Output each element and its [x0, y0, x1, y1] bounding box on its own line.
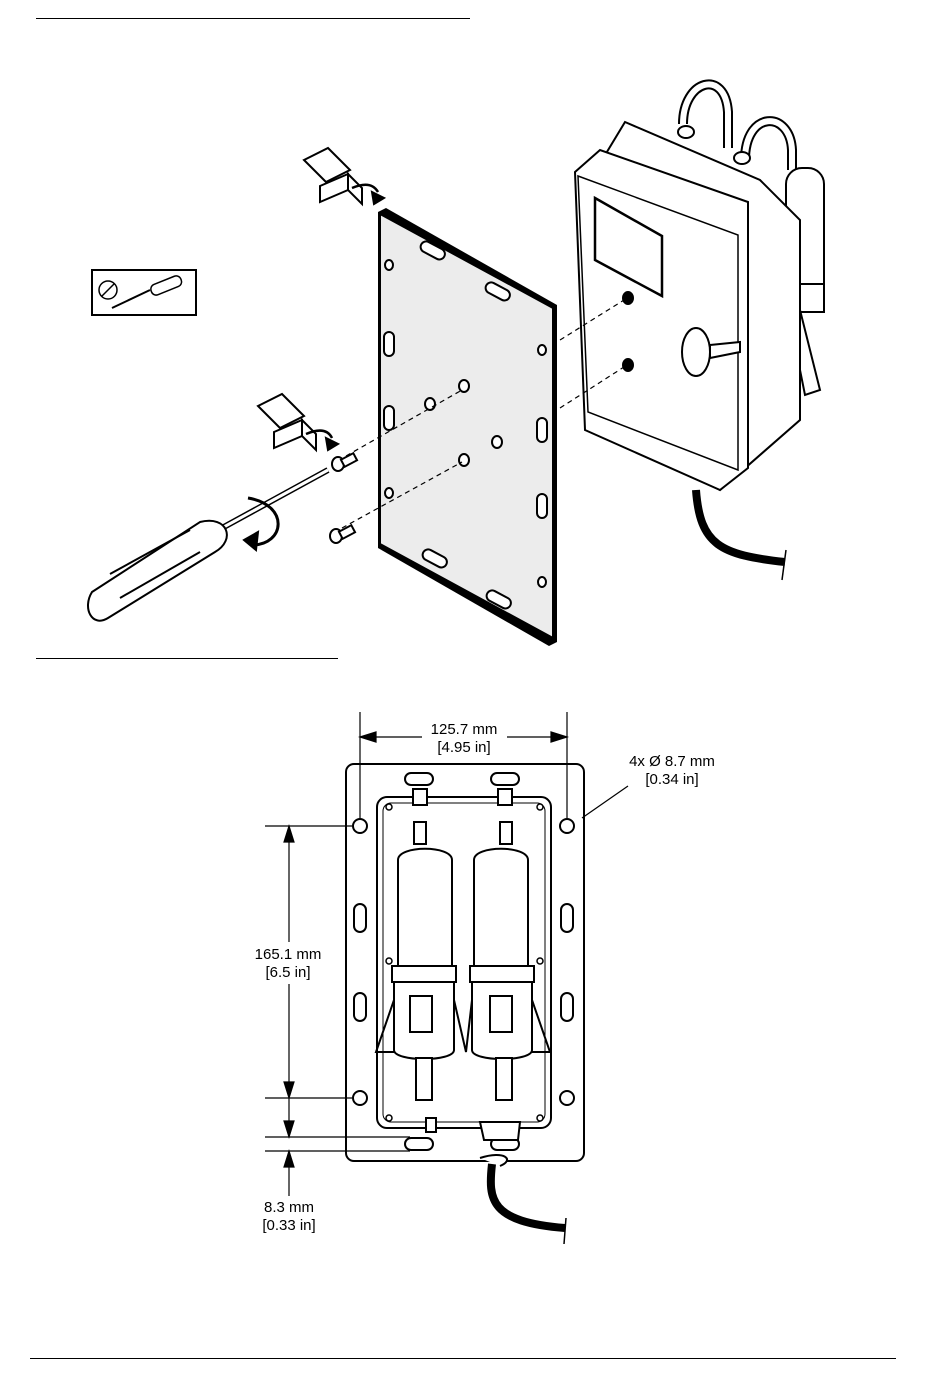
hole-mm-label: 4x Ø 8.7 mm	[629, 753, 715, 770]
box-fold-icon-bottom	[258, 394, 338, 450]
front-view-plate	[346, 764, 584, 1161]
mounting-plate-iso	[378, 208, 557, 646]
screws	[330, 453, 357, 543]
width-mm-label: 125.7 mm	[431, 721, 498, 738]
offset-mm-label: 8.3 mm	[264, 1199, 314, 1216]
mount-hole	[560, 1091, 574, 1105]
mount-hole	[353, 819, 367, 833]
width-in-label: [4.95 in]	[437, 739, 490, 756]
screwdriver-icon	[88, 470, 328, 621]
mount-hole	[353, 1091, 367, 1105]
box-fold-icon-top	[304, 148, 384, 204]
mount-hole	[560, 819, 574, 833]
height-mm-label: 165.1 mm	[255, 946, 322, 963]
analyzer-housing	[575, 84, 824, 580]
tool-required-icon	[92, 270, 196, 315]
hole-in-label: [0.34 in]	[645, 771, 698, 788]
offset-in-label: [0.33 in]	[262, 1217, 315, 1234]
height-in-label: [6.5 in]	[265, 964, 310, 981]
cable	[480, 1155, 566, 1244]
